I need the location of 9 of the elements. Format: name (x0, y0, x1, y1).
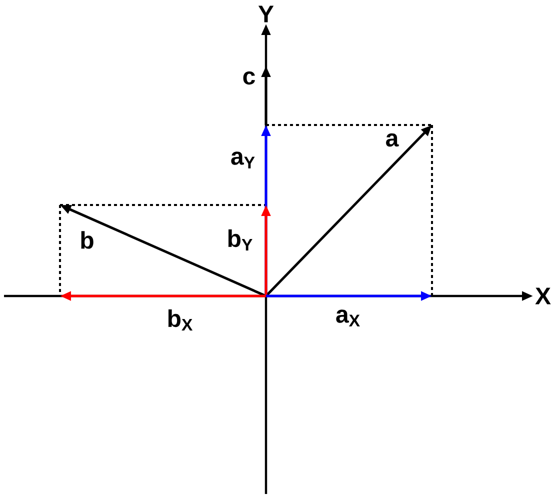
axis-label: Y (258, 6, 274, 22)
vector-label: a$_{X}$ (336, 310, 360, 326)
vector-label: c (243, 71, 255, 85)
vector-label: b (81, 231, 94, 249)
vector-label: a$_{Y}$ (231, 152, 255, 168)
vector-label: b$_{X}$ (168, 309, 193, 331)
vector-label: b$_{Y}$ (228, 229, 252, 251)
vector-label: a (386, 133, 399, 147)
axis-label: X (535, 288, 551, 304)
